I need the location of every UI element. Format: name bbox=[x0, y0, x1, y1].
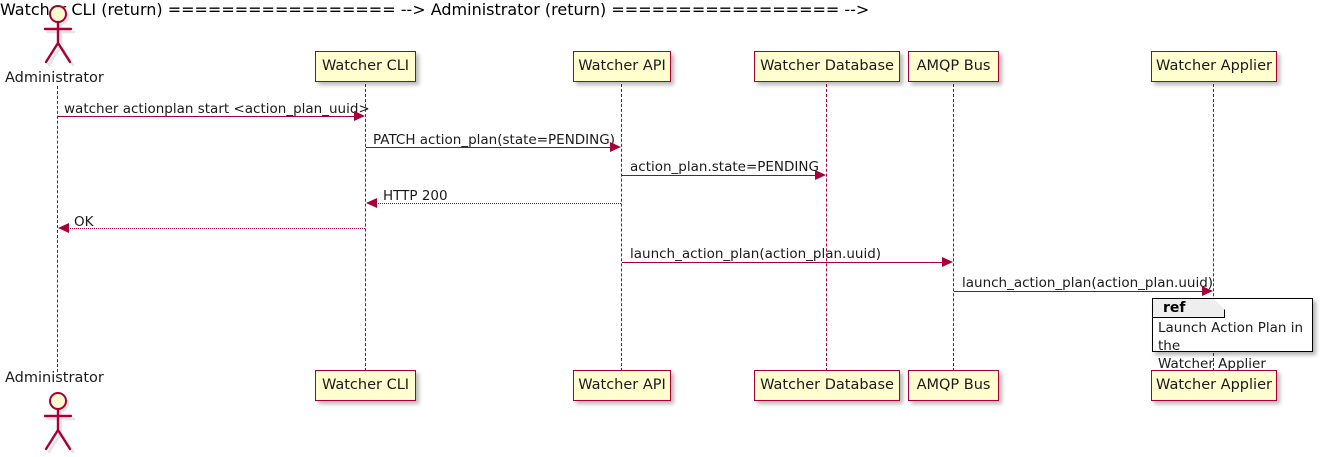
message-arrowhead-4 bbox=[366, 198, 377, 208]
lifeline-watcher-cli bbox=[365, 84, 366, 371]
message-label-1: watcher actionplan start <action_plan_uu… bbox=[64, 101, 370, 117]
participant-amqp-bus-bottom[interactable]: AMQP Bus bbox=[908, 370, 999, 401]
actor-administrator-top bbox=[30, 2, 86, 67]
message-line-3 bbox=[622, 175, 816, 176]
participant-amqp-bus-top[interactable]: AMQP Bus bbox=[908, 51, 999, 82]
actor-stick-figure-icon bbox=[43, 5, 76, 67]
message-arrowhead-6 bbox=[942, 257, 953, 267]
participant-watcher-cli-bottom[interactable]: Watcher CLI bbox=[315, 370, 416, 401]
message-line-7 bbox=[954, 291, 1203, 292]
message-arrowhead-2 bbox=[610, 142, 621, 152]
lifeline-watcher-api bbox=[621, 84, 622, 371]
message-label-2: PATCH action_plan(state=PENDING) bbox=[373, 132, 615, 148]
message-label-4: HTTP 200 bbox=[383, 188, 448, 204]
message-line-1 bbox=[58, 116, 355, 117]
participant-watcher-cli-top[interactable]: Watcher CLI bbox=[315, 51, 416, 82]
actor-administrator-bottom bbox=[30, 389, 86, 454]
participant-watcher-applier-bottom[interactable]: Watcher Applier bbox=[1151, 370, 1277, 401]
actor-label-top: Administrator bbox=[5, 70, 104, 86]
participant-watcher-database-top[interactable]: Watcher Database bbox=[754, 51, 900, 82]
message-arrowhead-1 bbox=[354, 111, 365, 121]
participant-watcher-database-bottom[interactable]: Watcher Database bbox=[754, 370, 900, 401]
message-label-5: OK bbox=[74, 214, 94, 230]
ref-fragment-keyword: ref bbox=[1153, 299, 1225, 318]
message-arrowhead-3 bbox=[815, 170, 826, 180]
message-label-7: launch_action_plan(action_plan.uuid) bbox=[962, 275, 1214, 291]
lifeline-watcher-database bbox=[826, 84, 827, 371]
participant-watcher-api-top[interactable]: Watcher API bbox=[573, 51, 671, 82]
ref-fragment: ref Launch Action Plan in the Watcher Ap… bbox=[1152, 298, 1313, 372]
lifeline-watcher-applier bbox=[1213, 84, 1214, 371]
lifeline-administrator bbox=[57, 86, 58, 372]
participant-watcher-api-bottom[interactable]: Watcher API bbox=[573, 370, 671, 401]
ref-fragment-text: Launch Action Plan in the Watcher Applie… bbox=[1158, 320, 1304, 372]
actor-label-bottom: Administrator bbox=[5, 370, 104, 386]
message-line-5 bbox=[68, 228, 365, 229]
message-arrowhead-7 bbox=[1202, 286, 1213, 296]
message-line-6 bbox=[622, 262, 943, 263]
actor-stick-figure-icon bbox=[43, 392, 76, 454]
message-line-4 bbox=[376, 203, 621, 204]
message-arrowhead-5 bbox=[58, 223, 69, 233]
message-label-3: action_plan.state=PENDING bbox=[630, 159, 819, 175]
message-label-6: launch_action_plan(action_plan.uuid) bbox=[630, 246, 882, 262]
message-line-2 bbox=[366, 147, 611, 148]
lifeline-amqp-bus bbox=[953, 84, 954, 371]
participant-watcher-applier-top[interactable]: Watcher Applier bbox=[1151, 51, 1277, 82]
